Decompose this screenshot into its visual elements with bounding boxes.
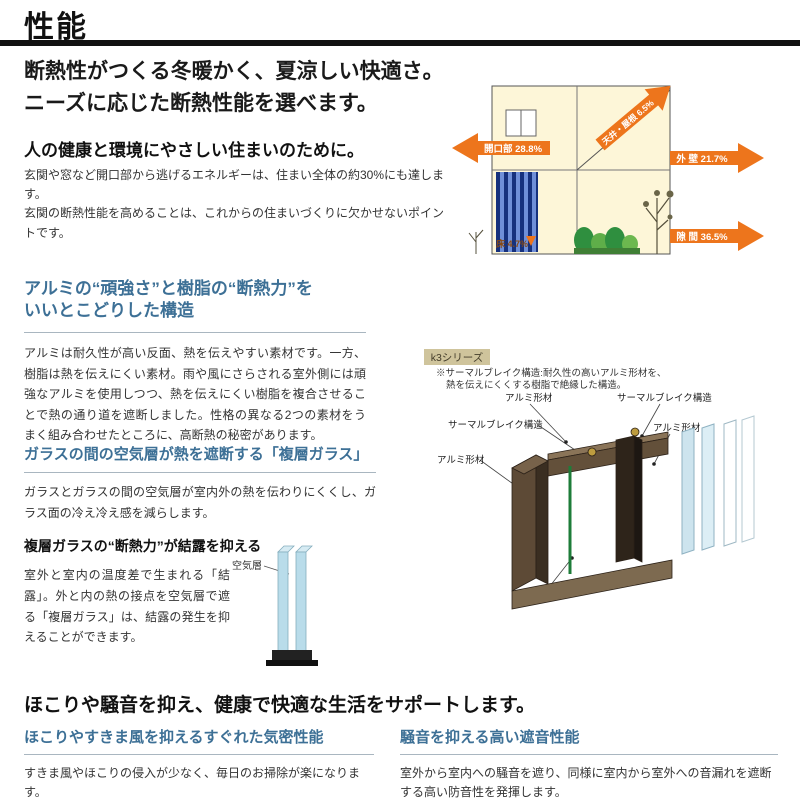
- intro-body-line-1: 玄関や窓など開口部から逃げるエネルギーは、住まい全体の約30%にも達します。: [24, 168, 445, 202]
- bottom-columns: ほこりやすきま風を抑えるすぐれた気密性能 すきま風やほこりの侵入が少なく、毎日の…: [24, 726, 778, 800]
- soundproof-body: 室外から室内への騒音を遮り、同様に室内から室外への音漏れを遮断する高い防音性を発…: [400, 766, 772, 800]
- intro-body-line-2: 玄関の断熱性能を高めることは、これからの住まいづくりに欠かせないポイントです。: [24, 206, 445, 240]
- double-glazing-diagram: 空気層: [232, 545, 318, 666]
- glazing-base-frame: [266, 650, 318, 666]
- k3-series-tag-label: k3シリーズ: [431, 351, 484, 364]
- condensation-subheading: 複層ガラスの“断熱力”が結露を抑える: [24, 538, 262, 555]
- heat-loss-label-wall: 外 壁 21.7%: [675, 153, 728, 165]
- thermal-break-note-line-1: ※サーマルブレイク構造:耐久性の高いアルミ形材を、: [436, 367, 666, 379]
- section-alumi-resin: アルミの“頑強さ”と樹脂の“断熱力”を いいとこどりした構造 アルミは耐久性が高…: [24, 278, 366, 446]
- intro-lead-block: 断熱性がつくる冬暖かく、夏涼しい快適さ。 ニーズに応じた断熱性能を選べます。: [24, 56, 444, 120]
- label-alumi-top: アルミ形材: [505, 392, 553, 404]
- label-alumi-left: アルミ形材: [437, 454, 485, 466]
- k3-frame-diagram: k3シリーズ ※サーマルブレイク構造:耐久性の高いアルミ形材を、 熱を伝えにくく…: [424, 349, 755, 610]
- lead-line-1: 断熱性がつくる冬暖かく、夏涼しい快適さ。: [24, 60, 444, 83]
- alumi-heading-line-1: アルミの“頑強さ”と樹脂の“断熱力”を: [24, 279, 313, 298]
- airtight-heading: ほこりやすきま風を抑えるすぐれた気密性能: [24, 726, 374, 755]
- heat-loss-label-floor: 床 4.7%: [496, 238, 528, 249]
- k3-series-tag: k3シリーズ: [424, 349, 490, 365]
- arrow-wall: 外 壁 21.7%: [670, 143, 764, 173]
- title-underline-bar: [0, 40, 800, 46]
- glass-section-body: ガラスとガラスの間の空気層が室内外の熱を伝わりにくくし、ガラス面の冷え冷え感を減…: [24, 485, 376, 520]
- frame-cross-section: [511, 427, 673, 610]
- lead-line-2: ニーズに応じた断熱性能を選べます。: [24, 92, 378, 115]
- airtight-column: ほこりやすきま風を抑えるすぐれた気密性能 すきま風やほこりの侵入が少なく、毎日の…: [24, 726, 374, 800]
- soundproof-column: 騒音を抑える高い遮音性能 室外から室内への騒音を遮り、同様に室内から室外への音漏…: [400, 726, 778, 800]
- soundproof-heading: 騒音を抑える高い遮音性能: [400, 726, 778, 755]
- bushes: [574, 227, 640, 254]
- page-title: 性能: [24, 11, 88, 44]
- heat-loss-diagram: 開口部 28.8% 天井・屋根 6.5% 外 壁 21.7% 隙 間 36.5%…: [452, 85, 764, 255]
- glass-pane-inner: [295, 545, 313, 653]
- heat-loss-label-openings: 開口部 28.8%: [484, 143, 543, 155]
- airtight-body: すきま風やほこりの侵入が少なく、毎日のお掃除が楽になります。: [24, 766, 361, 800]
- floor-label-group: 床 4.7%: [496, 236, 536, 249]
- air-layer-label: 空気層: [232, 559, 262, 572]
- alumi-section-heading: アルミの“頑強さ”と樹脂の“断熱力”を いいとこどりした構造: [24, 278, 366, 333]
- alumi-section-body: アルミは耐久性が高い反面、熱を伝えやすい素材です。一方、樹脂は熱を伝えにくい素材…: [24, 345, 366, 443]
- intro-body: 玄関や窓など開口部から逃げるエネルギーは、住まい全体の約30%にも達します。 玄…: [24, 166, 454, 243]
- glass-pane-outer: [277, 545, 295, 653]
- arrow-openings: 開口部 28.8%: [452, 133, 550, 163]
- support-heading: ほこりや騒音を抑え、健康で快適な生活をサポートします。: [24, 695, 536, 716]
- label-thermal-top: サーマルブレイク構造: [617, 392, 712, 404]
- entrance-door: [496, 172, 538, 252]
- healthy-home-heading: 人の健康と環境にやさしい住まいのために。: [24, 141, 364, 160]
- heat-loss-label-gap: 隙 間 36.5%: [676, 231, 728, 243]
- thermal-break-note-line-2: 熱を伝えにくくする樹脂で絶縁した構造。: [446, 379, 626, 391]
- alumi-heading-line-2: いいとこどりした構造: [24, 301, 194, 321]
- arrow-gap: 隙 間 36.5%: [670, 221, 764, 251]
- section-double-glazing: ガラスの間の空気層が熱を遮断する「複層ガラス」 ガラスとガラスの間の空気層が室内…: [24, 443, 376, 648]
- condensation-body: 室外と室内の温度差で生まれる「結露」。外と内の熱の接点を空気層で遮る「複層ガラス…: [24, 568, 230, 645]
- label-thermal-mid: サーマルブレイク構造: [448, 419, 543, 431]
- glass-section-heading: ガラスの間の空気層が熱を遮断する「複層ガラス」: [24, 443, 376, 473]
- tree: [643, 190, 674, 254]
- plant-left: [468, 229, 484, 254]
- frame-glass-panes: [681, 415, 755, 555]
